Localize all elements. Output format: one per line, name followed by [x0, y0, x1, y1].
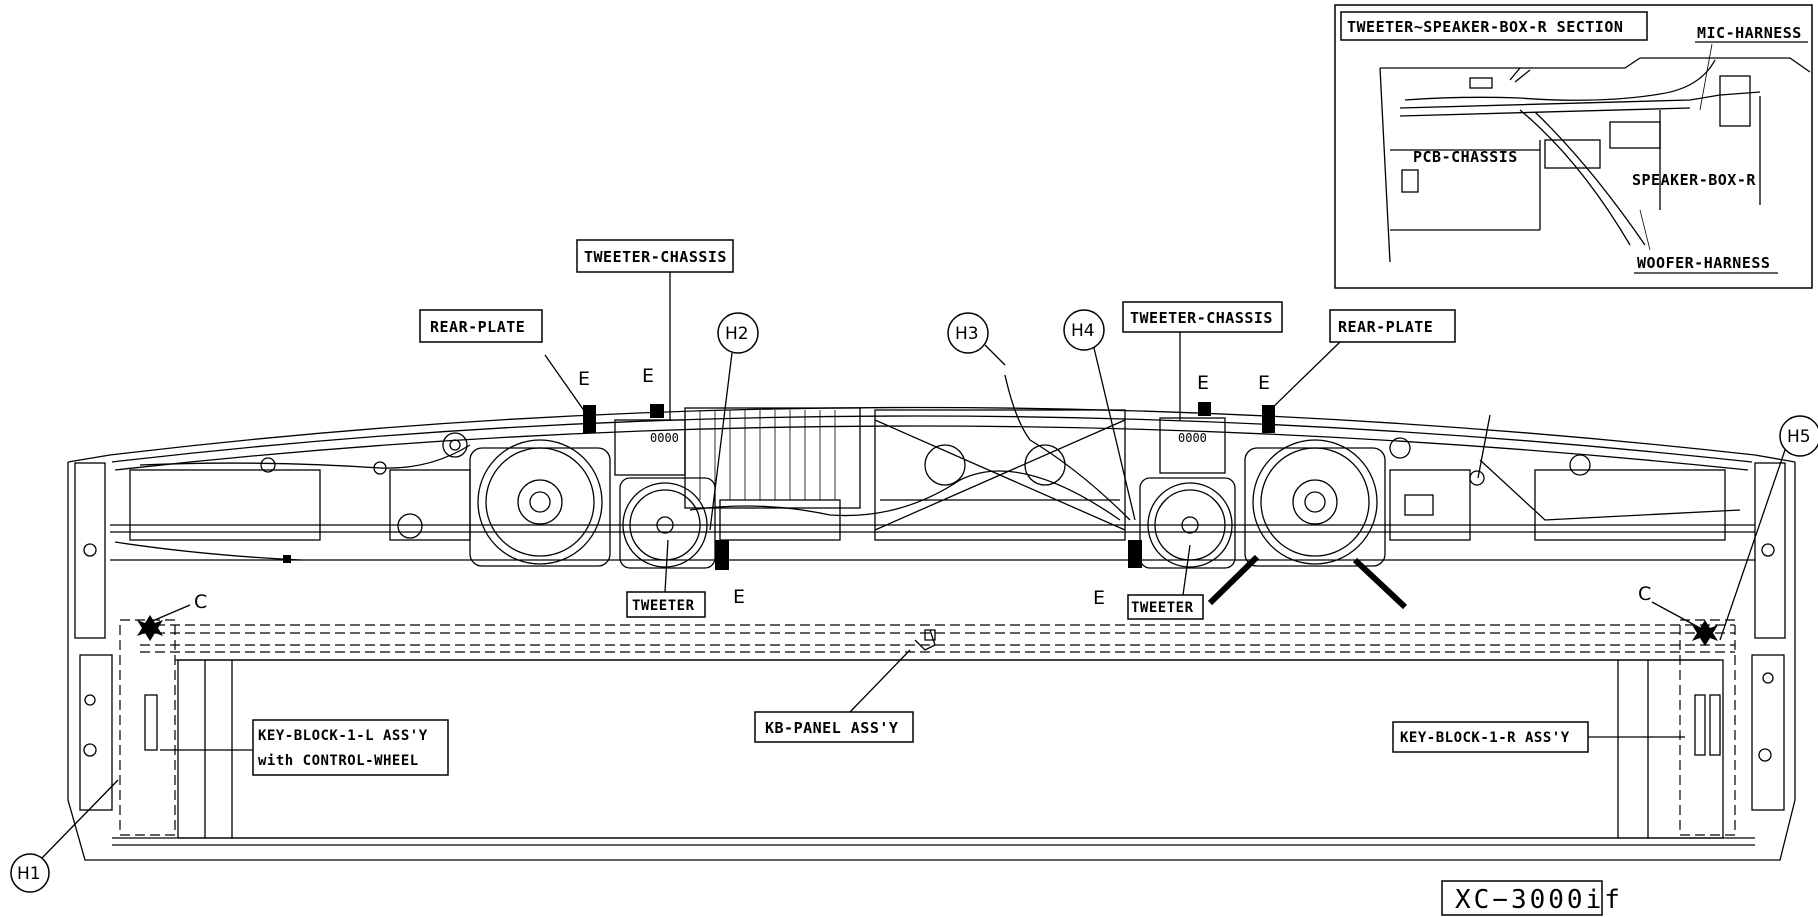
- tweeter-chassis-right-label: TWEETER-CHASSIS: [1130, 309, 1273, 327]
- kb-panel-label: KB-PANEL ASS'Y: [765, 719, 898, 737]
- marker-h2: H2: [725, 324, 749, 344]
- inset-section: TWEETER∼SPEAKER-BOX-R SECTION MIC-HARNES…: [1334, 4, 1813, 289]
- tweeter-chassis-left-label: TWEETER-CHASSIS: [584, 248, 727, 266]
- inset-pcb-chassis-label: PCB-CHASSIS: [1413, 148, 1518, 166]
- svg-text:0000: 0000: [1178, 431, 1207, 445]
- marker-h1: H1: [17, 864, 41, 884]
- model-label: XC−3000if: [1455, 885, 1623, 915]
- letter-c-right: C: [1638, 583, 1651, 605]
- svg-text:0000: 0000: [650, 431, 679, 445]
- marker-h3: H3: [955, 324, 979, 344]
- inset-woofer-harness-label: WOOFER-HARNESS: [1637, 254, 1770, 272]
- reference-markers: H2 H3 H4 H5 H1: [10, 309, 1818, 893]
- inset-speaker-box-r-label: SPEAKER-BOX-R: [1632, 171, 1756, 189]
- model-box: XC−3000if: [1441, 880, 1623, 916]
- key-block-r-label: KEY-BLOCK-1-R ASS'Y: [1400, 730, 1570, 746]
- key-block-l-label-line1: KEY-BLOCK-1-L ASS'Y: [258, 728, 428, 744]
- marker-h4: H4: [1071, 321, 1095, 341]
- tweeter-right-label: TWEETER: [1131, 600, 1194, 616]
- letter-e-2: E: [642, 365, 654, 387]
- inset-mic-harness-label: MIC-HARNESS: [1697, 24, 1802, 42]
- callouts: TWEETER-CHASSIS REAR-PLATE TWEETER-CHASS…: [160, 239, 1685, 776]
- letter-c-left: C: [194, 591, 207, 613]
- fastener-letters: E E E E E E C C: [149, 365, 1701, 629]
- key-block-l-label-line2: with CONTROL-WHEEL: [258, 753, 419, 769]
- rear-plate-right-label: REAR-PLATE: [1338, 318, 1433, 336]
- letter-e-1: E: [578, 368, 590, 390]
- marker-h5: H5: [1787, 427, 1811, 447]
- letter-e-6: E: [1258, 372, 1270, 394]
- inset-title: TWEETER∼SPEAKER-BOX-R SECTION: [1347, 18, 1623, 36]
- instrument-body: 0000 0000: [67, 374, 1796, 861]
- tweeter-left-label: TWEETER: [632, 598, 695, 614]
- letter-e-5: E: [1197, 372, 1209, 394]
- letter-e-4: E: [1093, 587, 1105, 609]
- rear-plate-left-label: REAR-PLATE: [430, 318, 525, 336]
- letter-e-3: E: [733, 586, 745, 608]
